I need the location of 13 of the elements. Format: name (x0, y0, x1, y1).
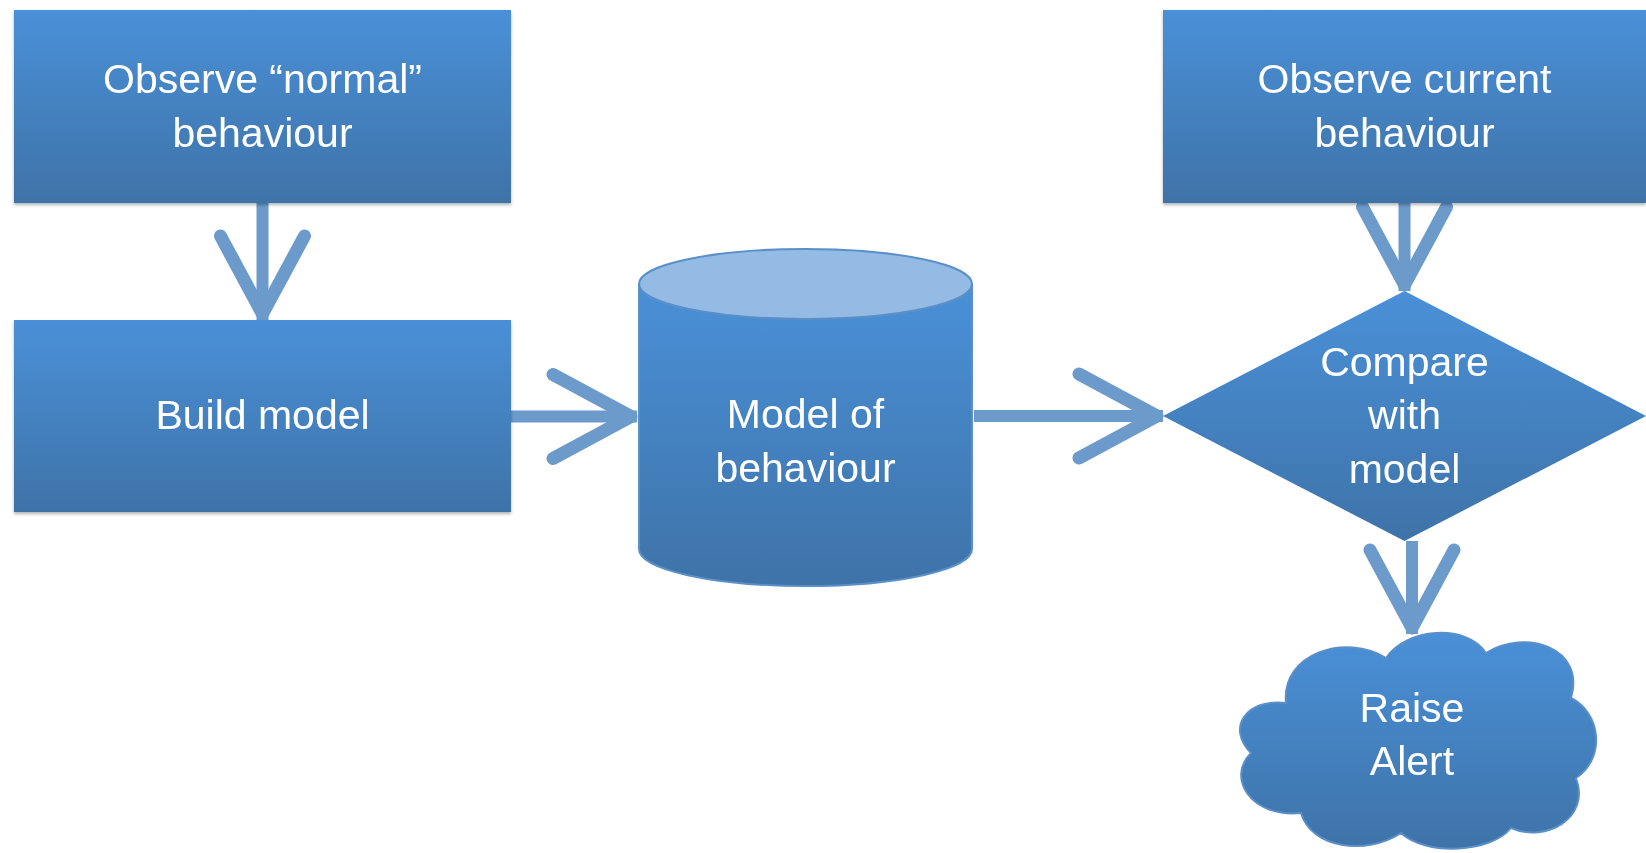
process-box (14, 10, 511, 203)
process-box (1163, 10, 1646, 203)
arrow (511, 368, 638, 465)
arrow (974, 367, 1164, 465)
node-label: Observe current behaviour (1256, 55, 1553, 158)
node-label: Observe “normal” behaviour (102, 55, 423, 158)
process-box (14, 320, 511, 512)
node-label: Build model (154, 391, 371, 441)
arrow (1363, 541, 1461, 635)
node-label: Compare with model (1319, 338, 1490, 494)
node-label: Raise Alert (1358, 683, 1466, 786)
node-label: Model of behaviour (714, 390, 897, 493)
arrow (214, 203, 311, 321)
